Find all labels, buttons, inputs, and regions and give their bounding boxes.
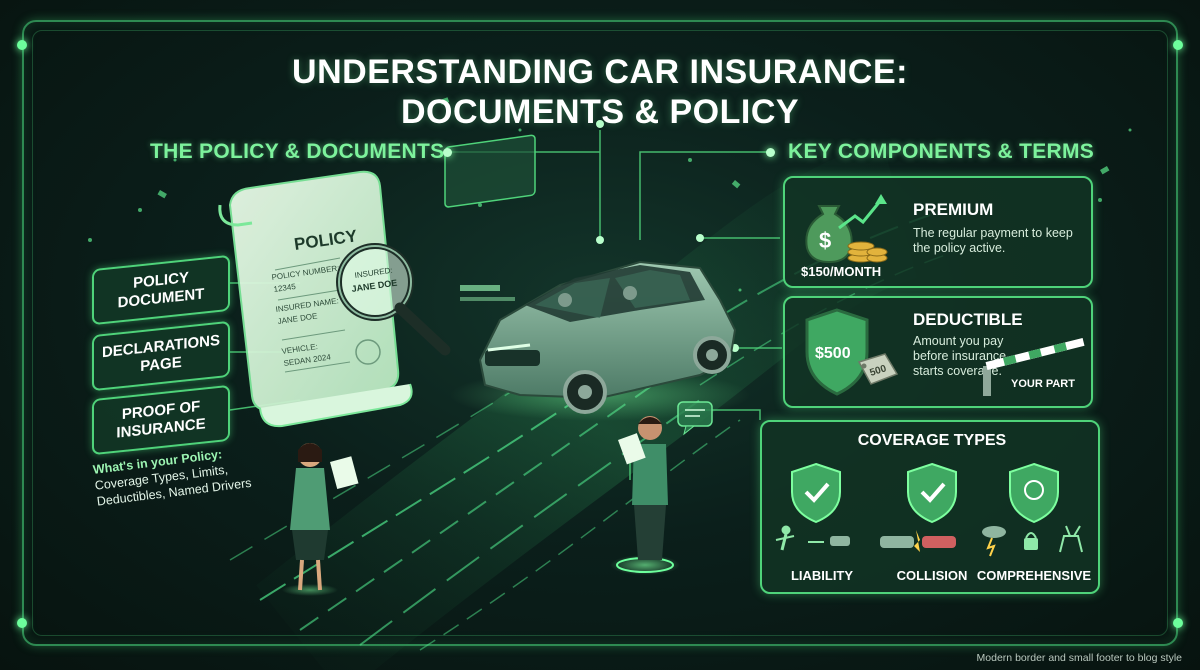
coverage-icons (775, 462, 1083, 557)
money-bag-symbol: $ (819, 228, 831, 253)
person-icon (282, 443, 359, 596)
document-card-icon (444, 134, 536, 301)
barrier-gate-icon (983, 338, 1085, 396)
policy-documents-heading: THE POLICY & DOCUMENTS (150, 140, 445, 163)
frame-corner-dot (17, 618, 27, 628)
price-tag-icon: 500 (857, 353, 899, 385)
premium-description: The regular payment to keep the policy a… (913, 226, 1073, 255)
collision-icons (880, 530, 956, 552)
liability-icons (775, 525, 850, 551)
coverage-types-card: COVERAGE TYPES (760, 420, 1100, 594)
title-line-1: UNDERSTANDING CAR INSURANCE: (292, 53, 908, 91)
check-shield-icon (907, 462, 957, 524)
coverage-collision-label: COLLISION (896, 568, 968, 583)
footer-note: Modern border and small footer to blog s… (976, 652, 1182, 664)
shield-amount: $500 (815, 345, 851, 362)
coins-icon (847, 241, 888, 263)
magnifier-icon: INSURED: JANE DOE (336, 243, 451, 356)
gate-label: YOUR PART (1011, 378, 1075, 390)
heading-dot (443, 148, 452, 157)
comprehensive-icons (982, 525, 1083, 557)
frame-corner-dot (17, 40, 27, 50)
person-icon (610, 416, 680, 575)
page-title: UNDERSTANDING CAR INSURANCE: DOCUMENTS &… (0, 52, 1200, 132)
connector-dot (596, 120, 604, 128)
car-icon (450, 260, 750, 421)
money-bag-icon: $ (805, 194, 888, 264)
title-line-2: DOCUMENTS & POLICY (400, 93, 800, 131)
premium-amount: $150/MONTH (801, 264, 882, 279)
coverage-comprehensive-label: COMPREHENSIVE (976, 568, 1092, 583)
deductible-card: $500 500 DEDUCTIBLE Amount you pay befor… (783, 296, 1093, 408)
premium-title: PREMIUM (913, 200, 994, 219)
check-shield-icon (791, 462, 841, 524)
key-components-heading: KEY COMPONENTS & TERMS (788, 140, 1095, 163)
connector-dot (696, 234, 704, 242)
coverage-liability-label: LIABILITY (790, 568, 854, 583)
frame-corner-dot (1173, 40, 1183, 50)
policy-scroll: POLICY POLICY NUMBER: 12345 INSURED NAME… (218, 170, 413, 428)
growth-arrow-icon (838, 194, 887, 230)
frame-corner-dot (1173, 618, 1183, 628)
deductible-description: Amount you pay before insurance starts c… (913, 334, 1007, 378)
policy-number-value: 12345 (273, 282, 297, 294)
tag-amount: 500 (869, 363, 889, 379)
inner-frame (32, 30, 1168, 636)
coverage-types-title: COVERAGE TYPES (857, 432, 1007, 449)
premium-card: $ $150/MONTH PREMIUM The regular payment… (783, 176, 1093, 288)
particles (88, 97, 1132, 292)
connector-dot (596, 236, 604, 244)
check-shield-icon (1009, 462, 1059, 524)
deductible-title: DEDUCTIBLE (913, 310, 1023, 329)
outer-frame (22, 20, 1178, 646)
shield-icon: $500 500 (805, 308, 899, 396)
heading-dot (766, 148, 775, 157)
